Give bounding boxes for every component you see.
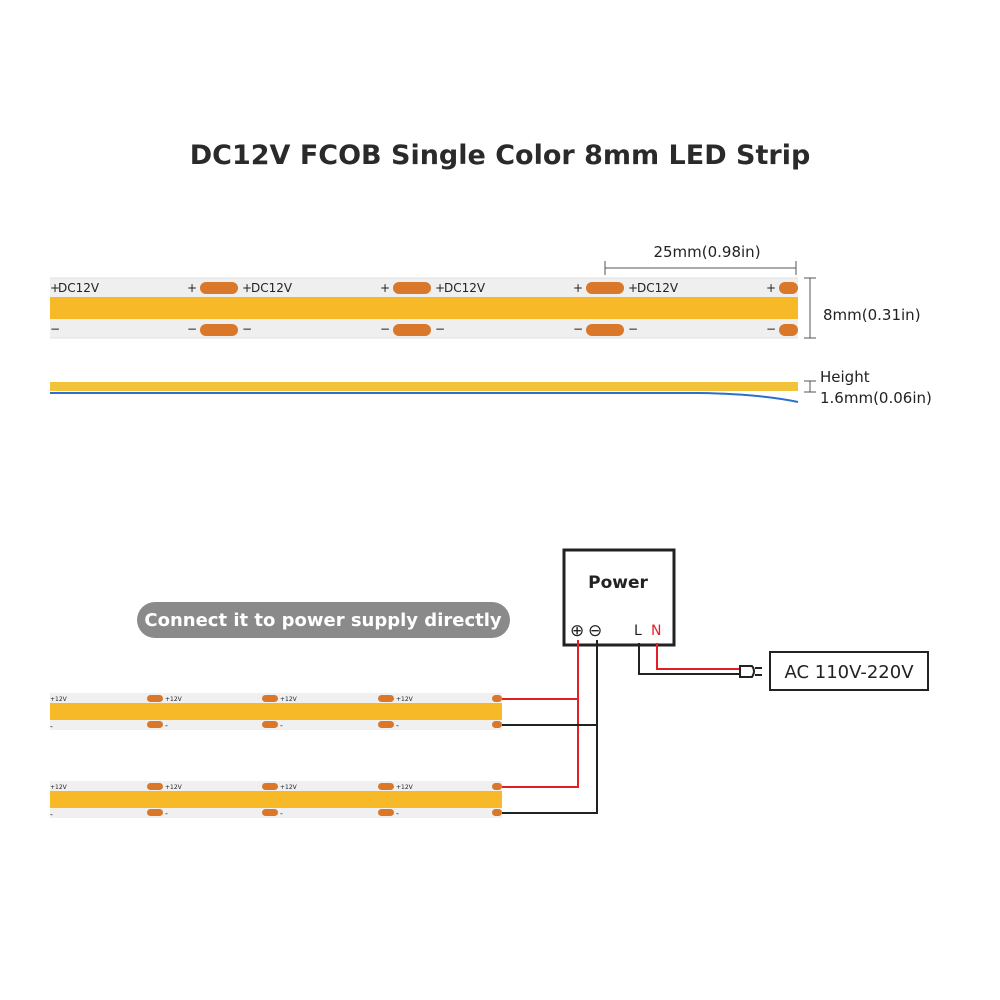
- connect-note-pill: Connect it to power supply directly: [137, 602, 510, 638]
- terminal-L: L: [634, 623, 642, 639]
- minus-label: −: [187, 322, 197, 336]
- small-minus-label: -: [165, 721, 168, 730]
- small-plus12-label: +12V: [280, 696, 298, 703]
- small-plus12-label: +12V: [50, 696, 68, 703]
- minus-label: −: [766, 322, 776, 336]
- small-plus12-label: +12V: [165, 784, 183, 791]
- power-label: Power: [588, 573, 648, 593]
- small-minus-label: -: [396, 809, 399, 818]
- side-view-strip: Height 1.6mm(0.06in): [50, 368, 932, 407]
- plus-label: +: [380, 281, 390, 295]
- minus-label: −: [628, 322, 638, 336]
- solder-pad-plus: [779, 282, 798, 294]
- side-view-tape-edge: [50, 392, 799, 403]
- height-label: Height: [820, 368, 870, 386]
- side-view-cob: [50, 382, 798, 391]
- page-title: DC12V FCOB Single Color 8mm LED Strip: [189, 140, 811, 171]
- small-minus-label: -: [50, 722, 53, 731]
- minus-label: −: [435, 322, 445, 336]
- pitch-label: 25mm(0.98in): [653, 243, 760, 261]
- small-minus-label: -: [280, 809, 283, 818]
- minus-label: −: [573, 322, 583, 336]
- small-minus-label: -: [165, 809, 168, 818]
- pitch-dimension: 25mm(0.98in): [604, 243, 797, 275]
- plus-label: +: [766, 281, 776, 295]
- solder-pad-minus: [586, 324, 624, 336]
- small-minus-label: -: [280, 721, 283, 730]
- small-minus-label: -: [50, 810, 53, 819]
- small-plus12-label: +12V: [396, 784, 414, 791]
- dc12v-label: DC12V: [444, 281, 486, 295]
- small-plus12-label: +12V: [396, 696, 414, 703]
- small-plus12-label: +12V: [280, 784, 298, 791]
- dc12v-label: DC12V: [637, 281, 679, 295]
- plus-label: +: [50, 281, 60, 295]
- width-dimension: 8mm(0.31in): [804, 277, 921, 339]
- top-strip: + DC12V − + + DC12V − − + + DC12V − − + …: [50, 277, 798, 339]
- wiring-strip-1: +12V - +12V - +12V - +12V -: [50, 693, 502, 731]
- height-value: 1.6mm(0.06in): [820, 389, 932, 407]
- dc12v-label: DC12V: [58, 281, 100, 295]
- small-plus12-label: +12V: [165, 696, 183, 703]
- solder-pad-plus: [586, 282, 624, 294]
- terminal-minus: ⊖: [588, 621, 602, 641]
- plus-label: +: [573, 281, 583, 295]
- connect-note: Connect it to power supply directly: [144, 610, 502, 631]
- solder-pad-minus: [393, 324, 431, 336]
- terminal-N: N: [651, 623, 661, 639]
- terminal-plus: ⊕: [570, 621, 584, 641]
- width-label: 8mm(0.31in): [823, 306, 921, 324]
- solder-pad-plus: [393, 282, 431, 294]
- plus-label: +: [435, 281, 445, 295]
- minus-label: −: [50, 322, 60, 336]
- power-supply-box: Power ⊕ ⊖ L N: [562, 548, 676, 647]
- solder-pad-minus: [779, 324, 798, 336]
- small-minus-label: -: [396, 721, 399, 730]
- small-plus12-label: +12V: [50, 784, 68, 791]
- strip-cob-band: [50, 297, 798, 319]
- solder-pad-minus: [200, 324, 238, 336]
- solder-pad-plus: [200, 282, 238, 294]
- plus-label: +: [628, 281, 638, 295]
- wiring-strip-2: +12V - +12V - +12V - +12V -: [50, 781, 502, 819]
- plus-label: +: [242, 281, 252, 295]
- dc12v-label: DC12V: [251, 281, 293, 295]
- plug-icon: [739, 665, 755, 678]
- plus-label: +: [187, 281, 197, 295]
- ac-wires: [638, 643, 762, 678]
- minus-label: −: [242, 322, 252, 336]
- minus-label: −: [380, 322, 390, 336]
- ac-input-box: AC 110V-220V: [769, 651, 929, 691]
- dc-wires: [502, 640, 598, 814]
- ac-label: AC 110V-220V: [784, 662, 914, 683]
